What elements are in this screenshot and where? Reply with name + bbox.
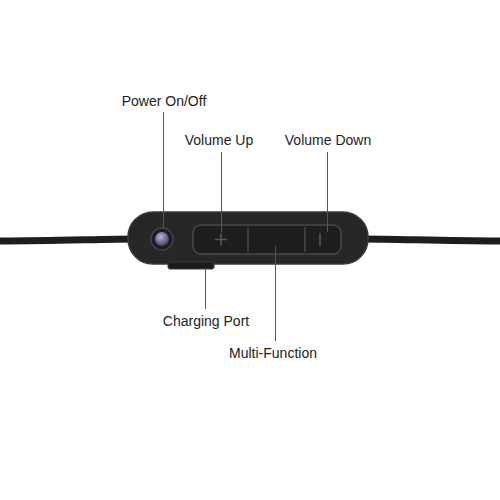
power-button	[151, 228, 173, 250]
callout-label: Volume Down	[285, 132, 371, 148]
plus-symbol	[215, 234, 227, 246]
callout-label: Volume Up	[185, 132, 253, 148]
button-strip	[193, 225, 341, 254]
button-divider	[247, 227, 249, 252]
leader-line	[205, 268, 206, 309]
callout-label: Power On/Off	[122, 93, 207, 109]
leader-line	[163, 112, 164, 229]
callout-label: Multi-Function	[229, 345, 317, 361]
callout-label: Charging Port	[163, 313, 249, 329]
button-divider	[304, 227, 306, 252]
leader-line	[221, 152, 222, 232]
power-button-cap	[155, 232, 169, 246]
leader-line	[275, 246, 276, 341]
leader-line	[327, 152, 328, 232]
minus-symbol	[319, 233, 321, 246]
charging-port	[168, 262, 214, 269]
